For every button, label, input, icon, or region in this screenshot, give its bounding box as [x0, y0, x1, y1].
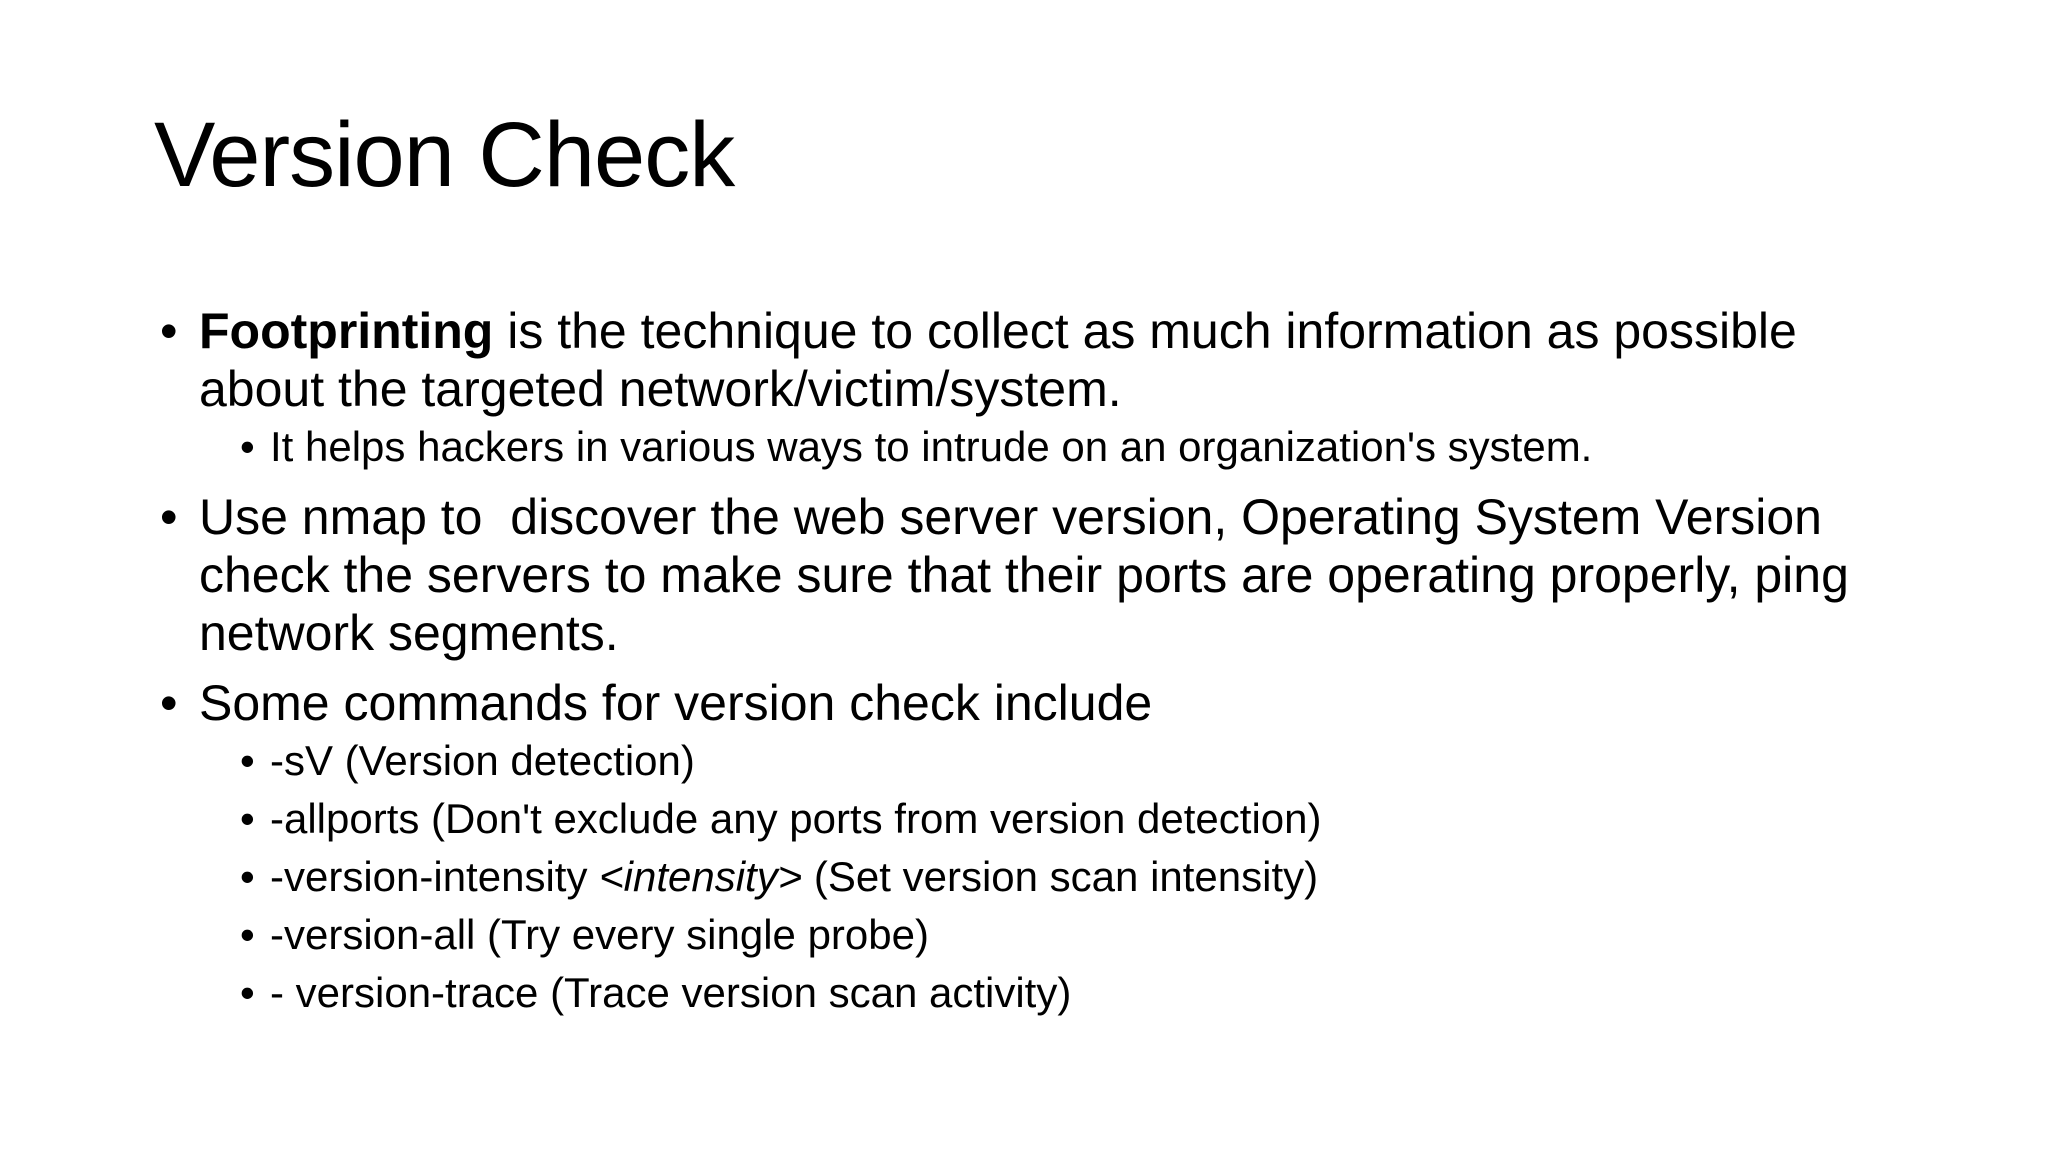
bullet-text: It helps hackers in various ways to intr…: [270, 423, 1593, 470]
bullet-item-level-2: • It helps hackers in various ways to int…: [240, 418, 2000, 476]
bullet-item-level-2: • -version-all (Try every single probe): [240, 906, 2000, 964]
bullet-text: -allports (Don't exclude any ports from …: [270, 795, 1322, 842]
bullet-text: Footprinting is the technique to collect…: [199, 303, 1797, 417]
bullet-icon: •: [240, 969, 255, 1016]
slide-title: Version Check: [154, 104, 735, 206]
bullet-icon: •: [240, 795, 255, 842]
bullet-icon: •: [160, 303, 178, 359]
bullet-icon: •: [240, 853, 255, 900]
bullet-icon: •: [240, 423, 255, 470]
bullet-text: Some commands for version check include: [199, 675, 1153, 731]
bullet-icon: •: [240, 737, 255, 784]
bullet-icon: •: [240, 911, 255, 958]
bullet-icon: •: [160, 489, 178, 545]
bullet-text: -sV (Version detection): [270, 737, 695, 784]
bullet-text: Use nmap to discover the web server vers…: [199, 489, 1849, 661]
bullet-item-level-2: • -version-intensity <intensity> (Set ver…: [240, 848, 2000, 906]
bullet-icon: •: [160, 675, 178, 731]
bullet-item-level-2: • -allports (Don't exclude any ports from…: [240, 790, 2000, 848]
bullet-text: -version-all (Try every single probe): [270, 911, 929, 958]
bullet-text: -version-intensity <intensity> (Set vers…: [270, 853, 1319, 900]
bullet-text: - version-trace (Trace version scan acti…: [270, 969, 1072, 1016]
bullet-item-level-1: • Footprinting is the technique to collec…: [160, 302, 2000, 418]
bullet-item-level-1: • Some commands for version check include: [160, 674, 2000, 732]
bullet-list: • Footprinting is the technique to collec…: [160, 302, 2000, 1022]
bullet-item-level-2: • -sV (Version detection): [240, 732, 2000, 790]
bullet-item-level-2: • - version-trace (Trace version scan act…: [240, 964, 2000, 1022]
bullet-item-level-1: • Use nmap to discover the web server ver…: [160, 488, 2000, 662]
